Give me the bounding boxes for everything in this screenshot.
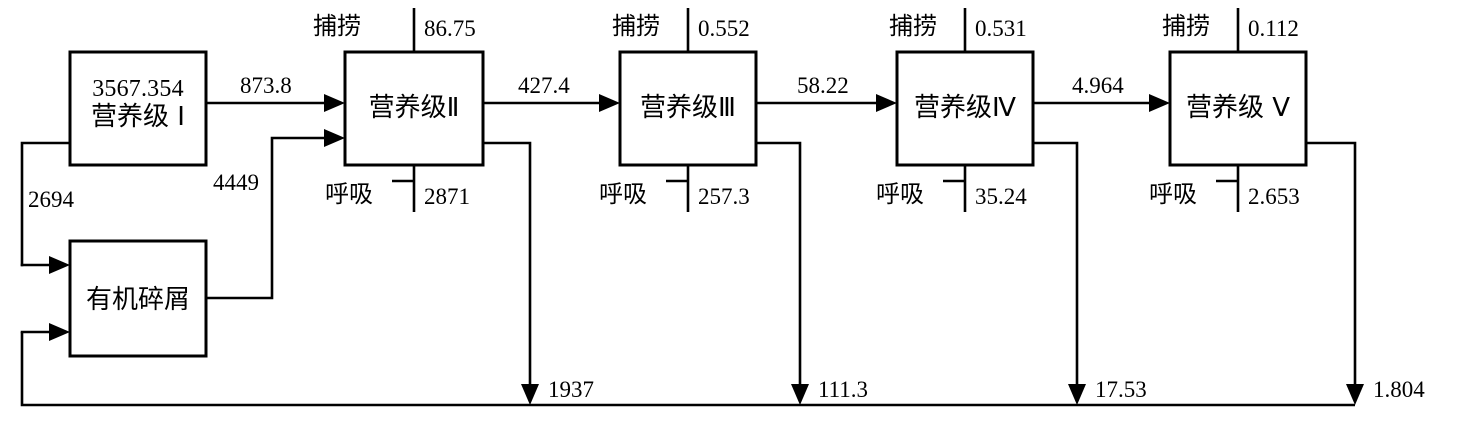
arrowhead-detritus-t2 [324,129,345,147]
bottom-return-line [20,332,1355,407]
name-trophic-2: 营养级Ⅱ [368,93,460,123]
arrowhead-t2-t3 [599,94,620,112]
label-trophic-4: 营养级Ⅳ [897,95,1033,121]
arrowhead-t4-detritus [1068,384,1086,405]
arrowhead-t3-detritus [791,384,809,405]
flow-value-t3-detritus: 111.3 [818,377,869,402]
arrowhead-t4-t5 [1149,94,1170,112]
respiration-value-trophic-2: 2871 [424,184,470,209]
label-trophic-5: 营养级 Ⅴ [1170,95,1306,121]
arrowhead-t5-detritus [1346,384,1364,405]
fishing-value-trophic-2: 86.75 [424,16,476,41]
arrowhead-t2-detritus [521,384,539,405]
fishing-value-trophic-3: 0.552 [698,16,750,41]
respiration-value-trophic-4: 35.24 [975,184,1027,209]
flow-value-t1-t2: 873.8 [240,73,292,98]
respiration-value-trophic-3: 257.3 [698,184,750,209]
flow-value-t2-detritus: 1937 [548,377,594,402]
label-trophic-2: 营养级Ⅱ [345,95,483,121]
box-detritus [68,239,208,358]
flow-value-t3-t4: 58.22 [797,73,849,98]
flow-line-t5-detritus [1304,141,1357,392]
fishing-label-trophic-4: 捕捞 [889,12,937,40]
flow-line-t2-detritus [481,141,532,392]
arrowhead-t1-t2 [324,94,345,112]
flow-value-detritus-t2: 4449 [213,170,259,195]
flow-line-t1-detritus [20,141,72,267]
name-trophic-4: 营养级Ⅳ [914,93,1016,123]
respiration-value-trophic-5: 2.653 [1248,184,1300,209]
box-trophic-1 [68,50,208,167]
fishing-value-trophic-4: 0.531 [975,16,1027,41]
flow-value-t2-t3: 427.4 [518,73,570,98]
label-trophic-3: 营养级Ⅲ [620,95,756,121]
biomass-trophic-1: 3567.354 [92,76,184,102]
respiration-label-trophic-3: 呼吸 [599,180,647,208]
flow-value-t4-t5: 4.964 [1072,73,1124,98]
flow-value-t1-detritus: 2694 [28,187,74,212]
fishing-label-trophic-3: 捕捞 [612,12,660,40]
label-trophic-1: 3567.354 营养级 Ⅰ [70,77,206,130]
arrowhead-t3-t4 [876,94,897,112]
respiration-label-trophic-4: 呼吸 [876,180,924,208]
label-detritus: 有机碎屑 [85,285,190,315]
name-trophic-1: 营养级 Ⅰ [91,102,185,132]
arrowhead-t1-detritus [49,256,70,274]
flow-line-t3-detritus [754,141,802,392]
name-trophic-3: 营养级Ⅲ [640,93,736,123]
flow-value-t4-detritus: 17.53 [1095,377,1147,402]
flow-value-t5-detritus: 1.804 [1373,377,1425,402]
fishing-value-trophic-5: 0.112 [1248,16,1299,41]
flow-line-t4-detritus [1031,141,1079,392]
box-trophic-2 [343,50,485,167]
respiration-label-trophic-5: 呼吸 [1149,180,1197,208]
name-trophic-5: 营养级 Ⅴ [1185,93,1291,123]
box-trophic-4 [895,50,1035,167]
fishing-label-trophic-5: 捕捞 [1162,12,1210,40]
respiration-label-trophic-2: 呼吸 [325,180,373,208]
fishing-label-trophic-2: 捕捞 [313,12,361,40]
arrowhead-bottom-detritus [49,323,70,341]
flow-line-detritus-t2 [204,136,332,300]
